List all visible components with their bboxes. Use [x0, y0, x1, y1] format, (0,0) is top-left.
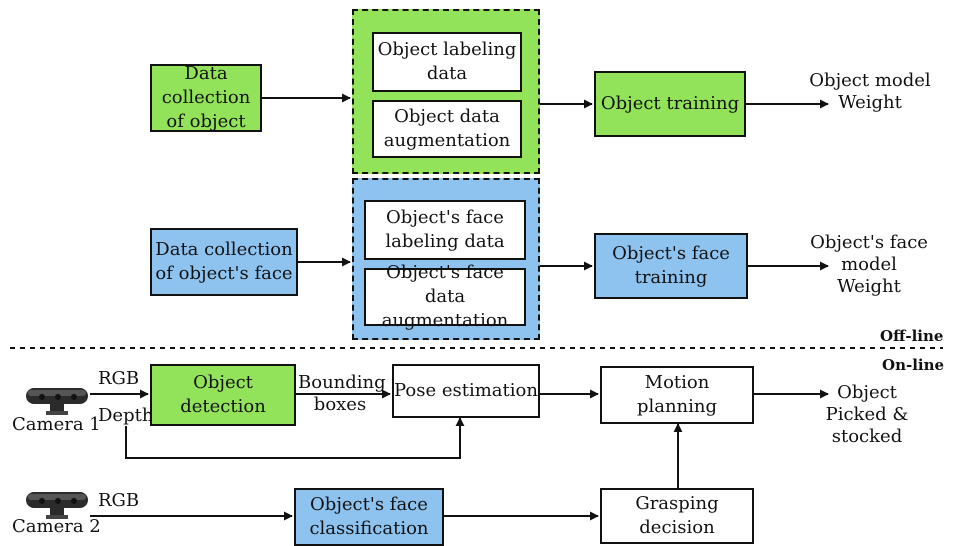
object-detection-box: Object detection — [150, 364, 296, 426]
camera2-rgb-label: RGB — [98, 490, 140, 511]
object-picked-stocked-output: Object Picked & stocked — [825, 382, 909, 447]
face-labeling-data-box: Object's face labeling data — [364, 200, 526, 260]
object-model-weight-output: Object model Weight — [809, 70, 931, 113]
offline-label: Off-line — [880, 327, 944, 345]
camera2-label: Camera 2 — [12, 516, 101, 537]
grasping-decision-box: Grasping decision — [600, 488, 754, 544]
depth-camera-icon — [24, 488, 90, 524]
object-data-augmentation-box: Object data augmentation — [372, 100, 522, 158]
camera1-depth-label: Depth — [98, 405, 154, 426]
pose-estimation-box: Pose estimation — [392, 364, 540, 418]
motion-planning-box: Motion planning — [600, 366, 754, 424]
face-data-augmentation-box: Object's face data augmentation — [364, 262, 526, 331]
depth-camera-icon — [24, 384, 90, 420]
face-classification-box: Object's face classification — [294, 488, 444, 546]
camera1-rgb-label: RGB — [98, 368, 140, 389]
arrow-camera1-depth-to-pose — [125, 417, 465, 459]
object-training-box: Object training — [594, 71, 746, 137]
object-labeling-data-box: Object labeling data — [372, 32, 522, 92]
face-model-weight-output: Object's face model Weight — [810, 232, 928, 297]
face-training-box: Object's face training — [594, 233, 748, 299]
data-collection-face-box: Data collection of object's face — [150, 228, 298, 296]
data-collection-object-box: Data collection of object — [150, 63, 262, 132]
bounding-boxes-label: Bounding boxes — [298, 372, 386, 415]
camera1-label: Camera 1 — [12, 414, 101, 435]
online-label: On-line — [882, 356, 945, 374]
